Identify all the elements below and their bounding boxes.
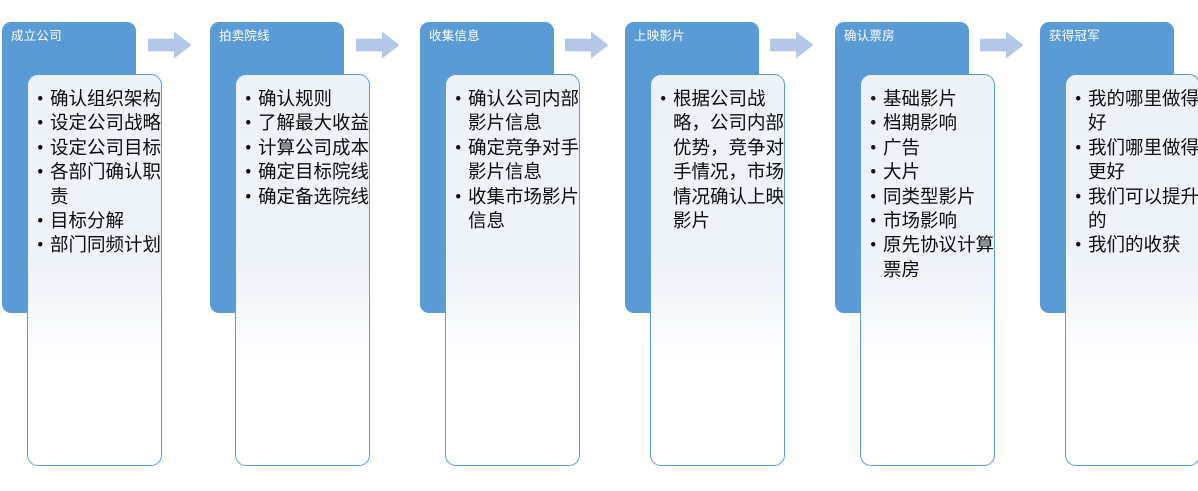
stage-detail-card[interactable]: 确认规则了解最大收益计算公司成本确定目标院线确定备选院线	[235, 74, 370, 466]
stage-bullet-item: 大片	[861, 161, 994, 186]
stage-header-label: 确认票房	[844, 29, 895, 43]
stage-bullet-item: 根据公司战略，公司内部优势，竞争对手情况，市场情况确认上映影片	[651, 88, 784, 234]
stage-detail-card[interactable]: 基础影片档期影响广告大片同类型影片市场影响原先协议计算票房	[860, 74, 995, 466]
stage-bullet-item: 原先协议计算票房	[861, 234, 994, 283]
stage-bullet-item: 基础影片	[861, 88, 994, 113]
stage-bullet-item: 我们哪里做得更好	[1066, 137, 1198, 186]
stage-bullet-list: 基础影片档期影响广告大片同类型影片市场影响原先协议计算票房	[861, 75, 994, 283]
stage-detail-card[interactable]: 确认公司内部影片信息确定竞争对手影片信息收集市场影片信息	[445, 74, 580, 466]
flow-arrow-icon	[148, 31, 192, 59]
stage-header-label: 收集信息	[429, 29, 480, 43]
stage-bullet-item: 目标分解	[28, 210, 161, 235]
stage-bullet-list: 确认组织架构设定公司战略设定公司目标各部门确认职责目标分解部门同频计划	[28, 75, 161, 259]
stage-bullet-item: 设定公司战略	[28, 112, 161, 137]
stage-bullet-item: 确认组织架构	[28, 88, 161, 113]
stage-bullet-list: 我的哪里做得好我们哪里做得更好我们可以提升的我们的收获	[1066, 75, 1198, 259]
stage-bullet-item: 确认规则	[236, 88, 369, 113]
flow-arrow-icon	[980, 31, 1024, 59]
process-stage-4: 上映影片根据公司战略，公司内部优势，竞争对手情况，市场情况确认上映影片	[623, 0, 831, 491]
process-stage-2: 拍卖院线确认规则了解最大收益计算公司成本确定目标院线确定备选院线	[208, 0, 416, 491]
stage-bullet-item: 我的哪里做得好	[1066, 88, 1198, 137]
stage-detail-card[interactable]: 确认组织架构设定公司战略设定公司目标各部门确认职责目标分解部门同频计划	[27, 74, 162, 466]
stage-bullet-item: 我们的收获	[1066, 234, 1198, 259]
stage-bullet-item: 计算公司成本	[236, 137, 369, 162]
stage-detail-card[interactable]: 根据公司战略，公司内部优势，竞争对手情况，市场情况确认上映影片	[650, 74, 785, 466]
stage-bullet-item: 档期影响	[861, 112, 994, 137]
stage-bullet-list: 确认公司内部影片信息确定竞争对手影片信息收集市场影片信息	[446, 75, 579, 234]
stage-detail-card[interactable]: 我的哪里做得好我们哪里做得更好我们可以提升的我们的收获	[1065, 74, 1198, 466]
stage-bullet-item: 市场影响	[861, 210, 994, 235]
flow-arrow-icon	[356, 31, 400, 59]
process-stage-3: 收集信息确认公司内部影片信息确定竞争对手影片信息收集市场影片信息	[418, 0, 626, 491]
stage-bullet-item: 确定目标院线	[236, 161, 369, 186]
process-stage-6: 获得冠军我的哪里做得好我们哪里做得更好我们可以提升的我们的收获	[1038, 0, 1198, 491]
stage-bullet-item: 广告	[861, 137, 994, 162]
flow-arrow-icon	[770, 31, 814, 59]
stage-header-label: 获得冠军	[1049, 29, 1100, 43]
stage-bullet-list: 确认规则了解最大收益计算公司成本确定目标院线确定备选院线	[236, 75, 369, 210]
stage-header-label: 上映影片	[634, 29, 685, 43]
process-stage-5: 确认票房基础影片档期影响广告大片同类型影片市场影响原先协议计算票房	[833, 0, 1041, 491]
stage-bullet-item: 确认公司内部影片信息	[446, 88, 579, 137]
stage-bullet-item: 部门同频计划	[28, 234, 161, 259]
process-stage-1: 成立公司确认组织架构设定公司战略设定公司目标各部门确认职责目标分解部门同频计划	[0, 0, 208, 491]
stage-bullet-item: 确定竞争对手影片信息	[446, 137, 579, 186]
stage-bullet-item: 我们可以提升的	[1066, 186, 1198, 235]
stage-header-label: 成立公司	[11, 29, 62, 43]
stage-bullet-item: 设定公司目标	[28, 137, 161, 162]
stage-bullet-item: 了解最大收益	[236, 112, 369, 137]
stage-bullet-item: 各部门确认职责	[28, 161, 161, 210]
stage-header-label: 拍卖院线	[219, 29, 270, 43]
stage-bullet-item: 确定备选院线	[236, 186, 369, 211]
stage-bullet-item: 收集市场影片信息	[446, 186, 579, 235]
stage-bullet-item: 同类型影片	[861, 186, 994, 211]
flow-arrow-icon	[565, 31, 609, 59]
stage-bullet-list: 根据公司战略，公司内部优势，竞争对手情况，市场情况确认上映影片	[651, 75, 784, 234]
